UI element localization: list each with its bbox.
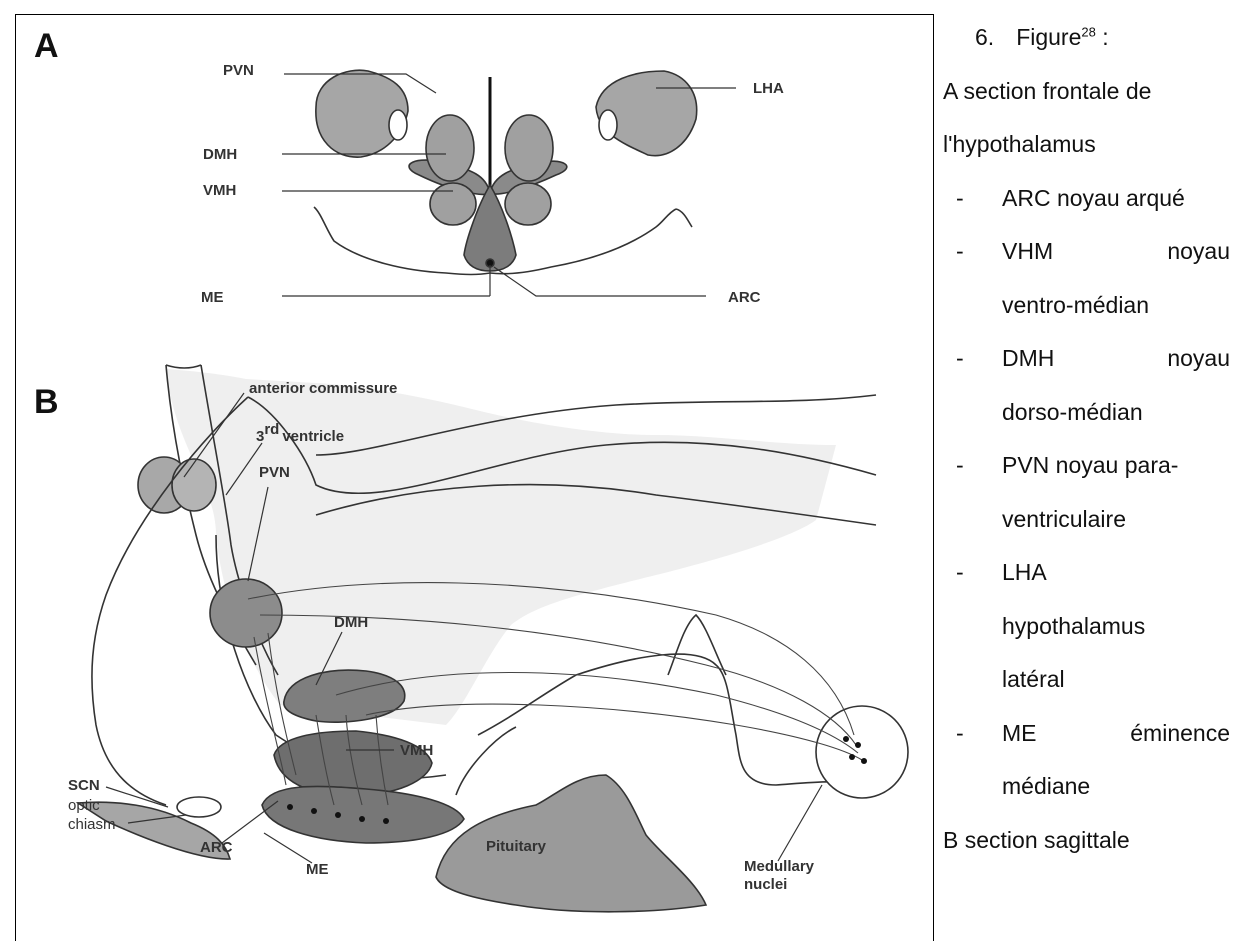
vmh-a-right <box>505 183 551 225</box>
caption-dmh-b: noyau <box>1167 345 1230 372</box>
base-outline-tail <box>676 209 692 227</box>
left-small-oval <box>389 110 407 140</box>
panel-a-drawing <box>314 70 697 274</box>
arc-dot <box>287 804 293 810</box>
caption-me-row: ME éminence <box>1002 720 1230 747</box>
dmh-a-label: DMH <box>203 146 237 163</box>
caption-dmh-c: dorso-médian <box>1002 399 1143 426</box>
arc-dot <box>335 812 341 818</box>
arc-dot <box>383 818 389 824</box>
pvn-a-label: PVN <box>223 62 254 79</box>
dmh-b-label: DMH <box>334 614 368 631</box>
stalk-outline <box>456 727 516 795</box>
pituitary-shape <box>436 775 706 912</box>
caption-title: Figure <box>1016 24 1081 50</box>
vmh-a-left <box>430 183 476 225</box>
arc-dot <box>359 816 365 822</box>
arc-b-label: ARC <box>200 839 233 856</box>
caption-arc: ARC noyau arqué <box>1002 185 1185 212</box>
panel-a-letter: A <box>34 27 59 65</box>
caption-ref: 28 <box>1081 24 1095 39</box>
arc-b-shape <box>262 786 464 843</box>
caption-vhm-a: VHM <box>1002 238 1053 265</box>
pvn-b-label: PVN <box>259 464 290 481</box>
me-b-label: ME <box>306 861 329 878</box>
me-b-leader <box>264 833 312 863</box>
caption-lha-c: latéral <box>1002 666 1065 693</box>
caption-dash: - <box>956 720 964 747</box>
pvn-b-shape <box>210 579 282 647</box>
caption-number: 6. <box>975 24 994 50</box>
scn-label: SCN <box>68 777 100 794</box>
caption-dmh-a: DMH <box>1002 345 1054 372</box>
caption-me-b: éminence <box>1130 720 1230 747</box>
medullary-dot <box>861 758 867 764</box>
caption-pvn-a: PVN noyau para- <box>1002 452 1178 479</box>
scn-shape <box>177 797 221 817</box>
vmh-a-label: VMH <box>203 182 236 199</box>
vmh-b-label: VMH <box>400 742 433 759</box>
caption-me-a: ME <box>1002 720 1037 747</box>
caption-vhm-b: noyau <box>1167 238 1230 265</box>
caption-lha-a: LHA <box>1002 559 1047 586</box>
medullary-dot <box>855 742 861 748</box>
caption-intro-1: A section frontale de <box>943 78 1151 105</box>
caption-colon: : <box>1096 24 1109 50</box>
anterior-commissure-right <box>172 459 216 511</box>
medullary-dot <box>843 736 849 742</box>
dmh-a-right <box>505 115 553 181</box>
column-top <box>166 365 201 368</box>
caption-dash: - <box>956 345 964 372</box>
pituitary-label: Pituitary <box>486 838 547 855</box>
arc-a-label: ARC <box>728 289 761 306</box>
caption-vhm-c: ventro-médian <box>1002 292 1149 319</box>
arc-dot <box>311 808 317 814</box>
medullary-dot <box>849 754 855 760</box>
lha-a-label: LHA <box>753 80 784 97</box>
dmh-a-left <box>426 115 474 181</box>
medullary-leader <box>778 785 822 861</box>
caption-vhm-row: VHM noyau <box>1002 238 1230 265</box>
anterior-commissure-label: anterior commissure <box>249 380 397 397</box>
caption-dash: - <box>956 452 964 479</box>
me-a-label: ME <box>201 289 224 306</box>
medullary-circle <box>816 706 908 798</box>
caption-dmh-row: DMH noyau <box>1002 345 1230 372</box>
chiasm-label: chiasm <box>68 816 116 833</box>
caption-me-c: médiane <box>1002 773 1090 800</box>
caption-dash: - <box>956 238 964 265</box>
brainstem-outline <box>478 654 876 785</box>
frame-right-border <box>933 14 934 941</box>
caption-intro-2: l'hypothalamus <box>943 131 1096 158</box>
vmh-b-shape <box>274 731 432 795</box>
caption-heading: 6. Figure28 : <box>975 24 1109 51</box>
panel-b-drawing <box>78 365 908 912</box>
panel-b-letter: B <box>34 383 59 421</box>
caption-pvn-b: ventriculaire <box>1002 506 1126 533</box>
right-small-oval <box>599 110 617 140</box>
medullary-label: Medullary <box>744 858 815 875</box>
caption-b-line: B section sagittale <box>943 827 1130 854</box>
caption-lha-b: hypothalamus <box>1002 613 1145 640</box>
nuclei-label: nuclei <box>744 876 787 893</box>
caption-dash: - <box>956 559 964 586</box>
hypothalamus-figure: A PVN DMH VMH ME LHA AR <box>16 15 932 935</box>
caption-dash: - <box>956 185 964 212</box>
optic-label: optic <box>68 797 100 814</box>
